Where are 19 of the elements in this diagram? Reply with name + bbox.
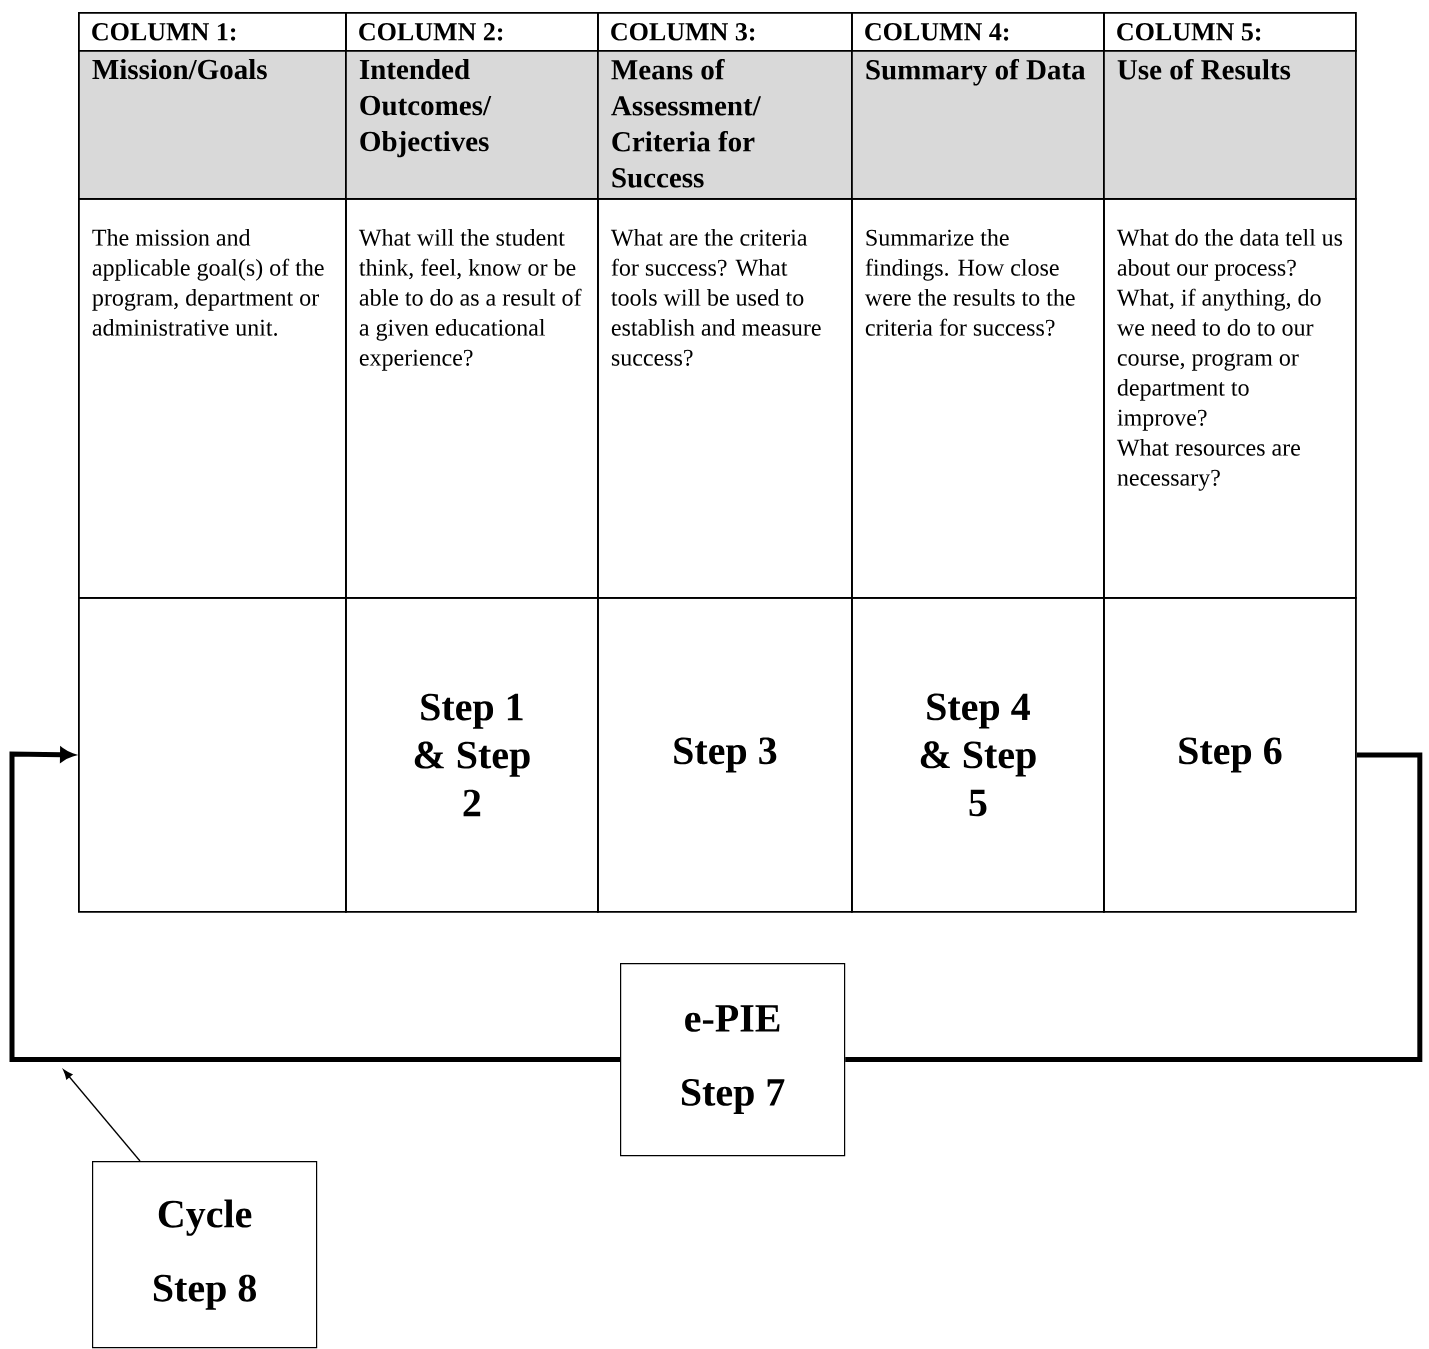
header-cell: Use of Results	[1103, 50, 1357, 200]
description-cell: Summarize the findings. How close were the results to the criteria for success?	[851, 198, 1105, 599]
header-cell: Means of Assessment/ Criteria for Success	[597, 50, 853, 200]
step-cell: Step 6	[1103, 597, 1357, 913]
step-cell: Step 1 & Step 2	[345, 597, 599, 913]
step-cell: Step 3	[597, 597, 853, 913]
step-cell	[78, 597, 347, 913]
step-cell: Step 4 & Step 5	[851, 597, 1105, 913]
header-cell: Summary of Data	[851, 50, 1105, 200]
process-box: Cycle Step 8	[92, 1161, 318, 1349]
description-cell: What will the student think, feel, know or be able to do as a result of a given educational experience?	[345, 198, 599, 599]
arrow	[9, 747, 620, 1063]
header-cell: Mission/Goals	[78, 50, 347, 200]
description-cell: What do the data tell us about our process? What, if anything, do we need to do to our course, program or department to improve? What resources are necessary?	[1103, 198, 1357, 599]
description-cell: What are the criteria for success? What tools will be used to establish and measure success?	[597, 198, 853, 599]
arrow	[63, 1069, 141, 1162]
header-cell: Intended Outcomes/ Objectives	[345, 50, 599, 200]
process-box: e-PIE Step 7	[620, 963, 846, 1157]
description-cell: The mission and applicable goal(s) of the program, department or administrative unit.	[78, 198, 347, 599]
